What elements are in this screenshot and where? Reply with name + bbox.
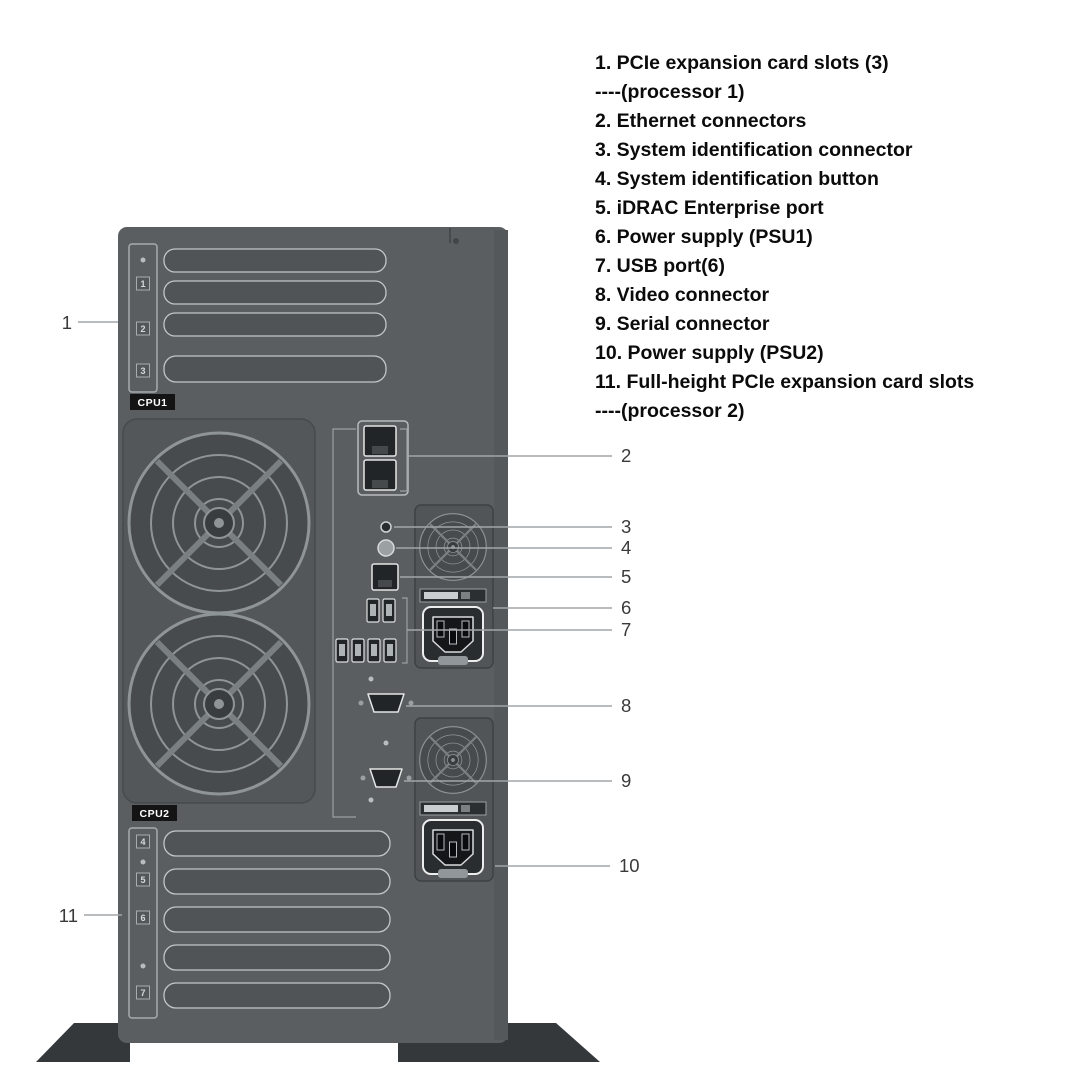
legend-line: ----(processor 1) — [595, 81, 745, 103]
video-connector — [358, 693, 414, 713]
callout-number-2: 2 — [621, 445, 631, 466]
legend-line: 11. Full-height PCIe expansion card slot… — [595, 371, 975, 393]
psu2 — [415, 718, 493, 881]
serial-connector — [360, 768, 412, 788]
callout-number-10: 10 — [619, 855, 640, 876]
legend-line: 10. Power supply (PSU2) — [595, 342, 824, 364]
bracket-slot-number: 6 — [140, 913, 145, 923]
chassis-right-edge-shading — [494, 230, 508, 1040]
svg-text:CPU2: CPU2 — [139, 808, 169, 820]
usb-port — [382, 598, 396, 623]
usb-port — [351, 638, 365, 663]
cpu1-label: CPU1 — [130, 394, 175, 410]
pcie-slots-top — [163, 248, 387, 383]
callout-number-9: 9 — [621, 770, 631, 791]
legend-line: 1. PCIe expansion card slots (3) — [595, 52, 889, 74]
pcie-bracket-bottom: 4 5 6 7 — [128, 827, 158, 1019]
callout-number-11: 11 — [59, 905, 78, 926]
usb-port — [335, 638, 349, 663]
legend-line: 8. Video connector — [595, 284, 770, 306]
legend-line: 7. USB port(6) — [595, 255, 726, 277]
screw-dot — [383, 740, 389, 746]
usb-port — [367, 638, 381, 663]
psu1 — [415, 505, 493, 668]
usb-port — [383, 638, 397, 663]
callout-number-7: 7 — [621, 619, 631, 640]
chassis-top-screw — [453, 238, 459, 244]
bracket-slot-number: 5 — [140, 875, 145, 885]
callout-number-6: 6 — [621, 597, 631, 618]
fan-grille-bottom — [129, 614, 309, 794]
legend-line: 4. System identification button — [595, 168, 879, 190]
callout-number-8: 8 — [621, 695, 631, 716]
io-bracket-left — [332, 428, 356, 818]
system-id-button — [377, 539, 395, 557]
fan-grille-top — [129, 433, 309, 613]
usb-port — [366, 598, 380, 623]
legend-line: 2. Ethernet connectors — [595, 110, 807, 132]
pcie-bracket-top: 1 2 3 — [128, 243, 158, 393]
ethernet-connectors — [357, 420, 409, 496]
callout-number-1: 1 — [62, 312, 72, 333]
foot-left — [36, 1023, 130, 1062]
legend-line: 5. iDRAC Enterprise port — [595, 197, 824, 219]
screw-dot — [368, 676, 374, 682]
screw-dot — [368, 797, 374, 803]
legend: 1. PCIe expansion card slots (3) ----(pr… — [595, 49, 974, 426]
bracket-slot-number: 3 — [140, 366, 145, 376]
legend-line: 6. Power supply (PSU1) — [595, 226, 813, 248]
bracket-slot-number: 7 — [140, 988, 145, 998]
legend-line: 9. Serial connector — [595, 313, 770, 335]
callout-number-4: 4 — [621, 537, 631, 558]
legend-line: 3. System identification connector — [595, 139, 913, 161]
bracket-slot-number: 2 — [140, 324, 145, 334]
bracket-slot-number: 1 — [140, 279, 145, 289]
callouts — [78, 321, 612, 916]
idrac-port — [371, 563, 399, 591]
svg-text:CPU1: CPU1 — [137, 397, 167, 409]
legend-line: ----(processor 2) — [595, 400, 745, 422]
pcie-slots-bottom — [163, 830, 391, 1009]
callout-number-5: 5 — [621, 566, 631, 587]
cpu2-label: CPU2 — [132, 805, 177, 821]
bracket-slot-number: 4 — [140, 837, 145, 847]
system-id-connector — [380, 521, 392, 533]
callout-number-3: 3 — [621, 516, 631, 537]
callout-numbers: 1 2 3 4 5 6 7 8 9 10 11 — [59, 312, 640, 926]
